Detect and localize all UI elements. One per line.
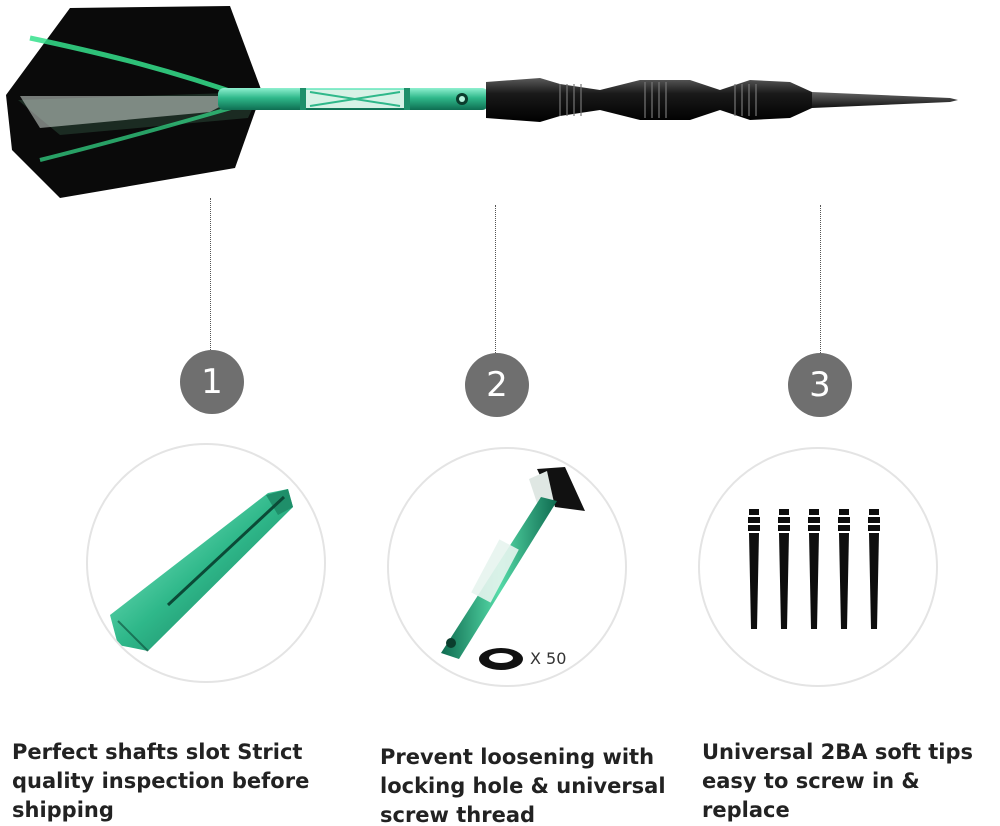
feature-caption-3: Universal 2BA soft tips easy to screw in… — [702, 740, 974, 822]
leader-line-2 — [495, 205, 496, 353]
tip — [812, 92, 958, 108]
dart-illustration — [6, 6, 958, 198]
o-ring-quantity-label: X 50 — [530, 649, 567, 668]
feature-badge-2: 2 — [465, 353, 529, 417]
detail-circle-locking-shaft: X 50 — [387, 447, 627, 687]
feature-badge-3: 3 — [788, 353, 852, 417]
feature-badge-1: 1 — [180, 350, 244, 414]
shaft — [218, 88, 488, 110]
leader-line-1 — [210, 198, 211, 350]
feature-caption-2: Prevent loosening with locking hole & un… — [380, 745, 666, 826]
shaft-slot-closeup-icon — [110, 489, 293, 652]
feature-caption-1: Perfect shafts slot Strict quality inspe… — [12, 740, 310, 822]
o-ring-icon — [479, 648, 523, 670]
leader-line-3 — [820, 205, 821, 353]
flight — [6, 6, 262, 198]
locking-shaft-icon — [441, 467, 585, 659]
detail-circle-shaft-slot — [86, 443, 326, 683]
detail-circle-soft-tips — [698, 447, 938, 687]
soft-tips-icon — [748, 509, 880, 629]
soft-tip-group — [748, 509, 880, 629]
barrel — [486, 78, 812, 122]
